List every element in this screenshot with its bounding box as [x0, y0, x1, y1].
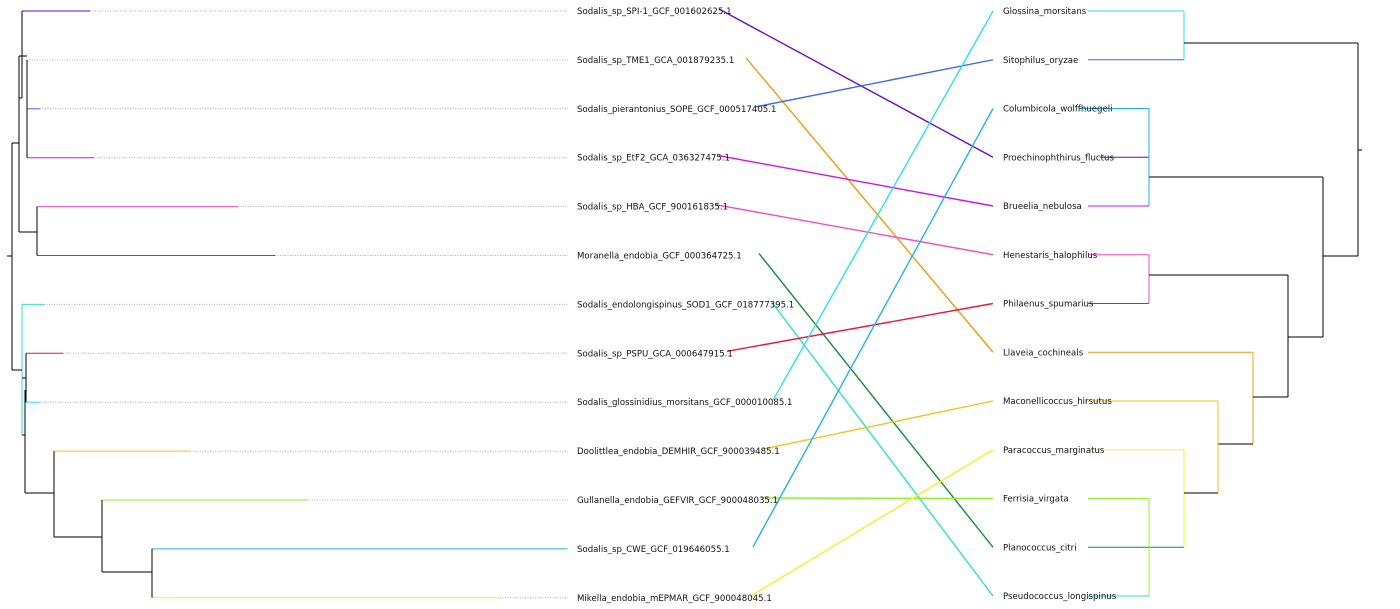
association-line	[726, 302, 994, 352]
association-line	[772, 10, 994, 401]
association-line	[752, 108, 994, 548]
right-taxon-label: Philaenus_spumarius	[1003, 300, 1094, 310]
association-line	[755, 59, 994, 108]
right-taxon-label: Proechinophthirus_fluctus	[1003, 153, 1114, 163]
left-phylogenetic-tree	[7, 10, 568, 599]
left-taxon-label: Sodalis_sp_HBA_GCF_900161835.1	[577, 203, 728, 213]
right-taxon-label: Glossina_morsitans	[1003, 7, 1087, 17]
left-taxon-label: Gullanella_endobia_GEFVIR_GCF_900048035.…	[577, 496, 778, 506]
right-taxon-label: Sitophilus_oryzae	[1003, 56, 1078, 66]
left-taxon-label: Sodalis_sp_SPI-1_GCF_001602625.1	[577, 7, 732, 17]
left-tree-labels: Sodalis_sp_SPI-1_GCF_001602625.1Sodalis_…	[577, 7, 794, 604]
right-taxon-label: Paracoccus_marginatus	[1003, 446, 1105, 456]
right-taxon-label: Henestaris_halophilus	[1003, 251, 1098, 261]
left-taxon-label: Moranella_endobia_GCF_000364725.1	[577, 252, 742, 262]
right-tree-labels: Glossina_morsitansSitophilus_oryzaeColum…	[1003, 7, 1117, 602]
association-line	[762, 400, 994, 450]
association-line	[718, 8, 994, 158]
association-line	[771, 301, 994, 597]
left-taxon-label: Sodalis_glossinidius_morsitans_GCF_00001…	[577, 398, 793, 408]
left-taxon-label: Sodalis_sp_CWE_GCF_019646055.1	[577, 545, 730, 555]
association-line	[745, 57, 994, 353]
association-line	[718, 155, 994, 207]
right-taxon-label: Pseudococcus_longispinus	[1003, 592, 1117, 602]
left-taxon-label: Doolittlea_endobia_DEMHIR_GCF_900039485.…	[577, 447, 780, 457]
left-taxon-label: Sodalis_sp_TME1_GCA_001879235.1	[577, 56, 734, 66]
left-taxon-label: Sodalis_pierantonius_SOPE_GCF_000517405.…	[577, 105, 776, 115]
association-lines	[714, 8, 994, 597]
right-taxon-label: Columbicola_wolffhuegeli	[1003, 105, 1113, 115]
right-phylogenetic-tree	[1079, 10, 1362, 597]
left-taxon-label: Sodalis_sp_EtF2_GCA_036327475.1	[577, 154, 730, 164]
right-taxon-label: Llaveia_cochineals	[1003, 348, 1084, 358]
left-taxon-label: Sodalis_sp_PSPU_GCA_000647915.1	[577, 349, 733, 359]
right-taxon-label: Planococcus_citri	[1003, 543, 1077, 553]
left-taxon-label: Sodalis_endolongispinus_SOD1_GCF_0187773…	[577, 300, 794, 310]
association-line	[758, 253, 994, 548]
right-taxon-label: Ferrisia_virgata	[1003, 495, 1069, 505]
right-taxon-label: Brueelia_nebulosa	[1003, 202, 1082, 212]
left-taxon-label: Mikella_endobia_mEPMAR_GCF_900048045.1	[577, 594, 772, 604]
association-line	[750, 449, 994, 597]
association-line	[760, 497, 994, 500]
association-line	[714, 203, 994, 256]
right-taxon-label: Maconellicoccus_hirsutus	[1003, 397, 1112, 407]
